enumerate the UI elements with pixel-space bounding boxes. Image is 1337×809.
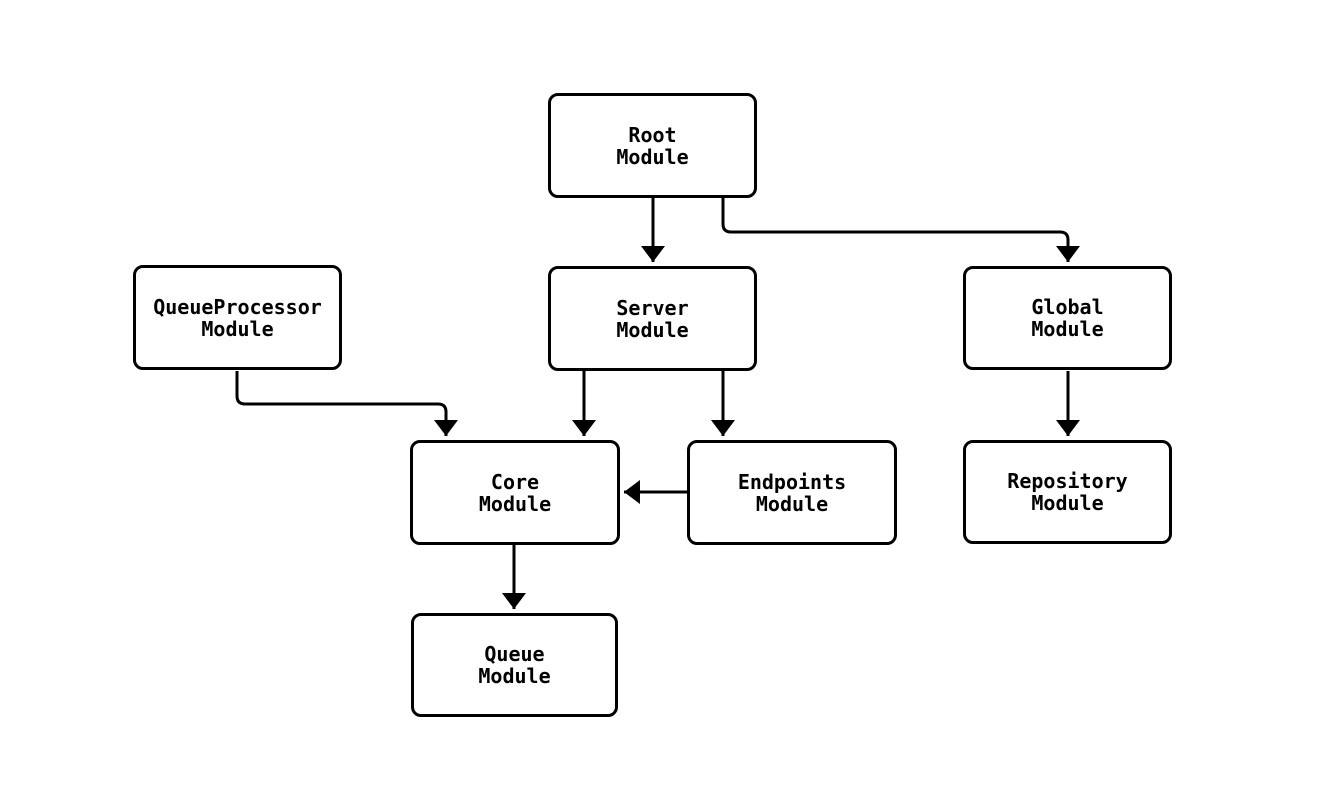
node-label-line2: Module [755, 491, 829, 516]
node-core-module: Core Module [410, 440, 620, 545]
edge-queueprocessor-to-core [235, 371, 458, 436]
node-label-line2: Module [478, 664, 551, 688]
node-label-line1: Root [628, 122, 677, 147]
node-label-line1: Endpoints [737, 469, 847, 494]
node-label-line2: Module [616, 317, 689, 342]
node-label-line2: Module [1031, 491, 1104, 515]
node-repository-module: Repository Module [963, 440, 1172, 544]
node-label-line1: Repository [1007, 469, 1128, 493]
node-root-module: Root Module [548, 93, 757, 198]
node-label-line2: Module [478, 491, 552, 516]
node-server-module: Server Module [548, 266, 757, 371]
node-queue-module: Queue Module [411, 613, 618, 717]
node-label-line1: QueueProcessor [153, 294, 322, 319]
node-label-line2: Module [201, 316, 274, 341]
node-queueprocessor-module: QueueProcessor Module [133, 265, 342, 370]
node-label-line2: Module [1031, 317, 1104, 341]
node-label-line1: Server [616, 295, 689, 320]
node-endpoints-module: Endpoints Module [687, 440, 897, 545]
node-label-line2: Module [616, 144, 689, 169]
node-label-line1: Global [1031, 295, 1104, 319]
node-label-line1: Queue [484, 642, 545, 666]
node-global-module: Global Module [963, 266, 1172, 370]
node-label-line1: Core [490, 469, 540, 494]
edge-root-to-global [721, 198, 1080, 262]
